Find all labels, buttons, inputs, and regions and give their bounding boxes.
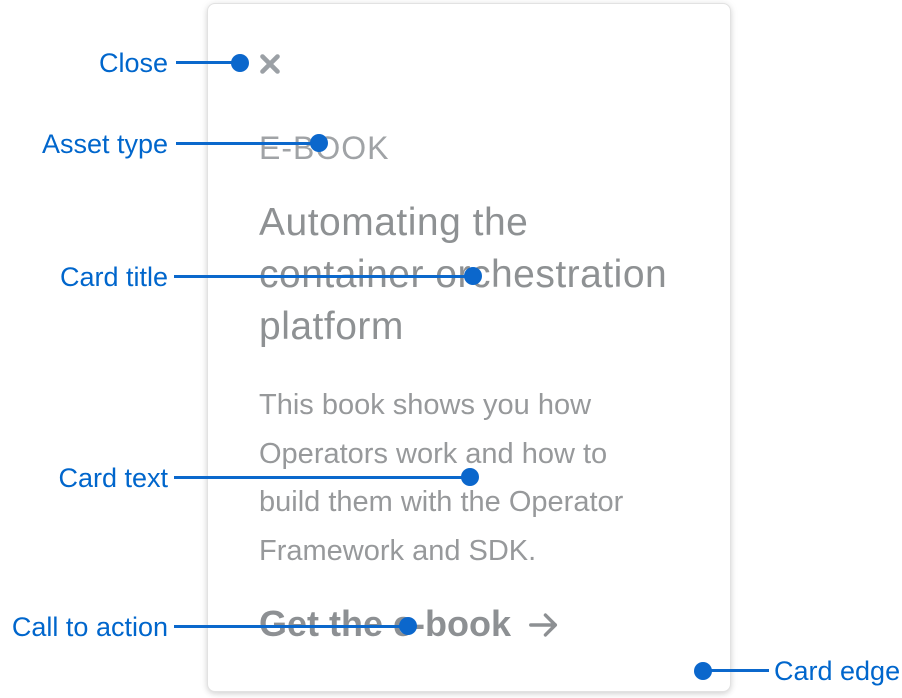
close-button[interactable] [253, 47, 287, 81]
callout-line-asset-type [176, 142, 319, 145]
callout-line-card-edge [703, 669, 769, 672]
callout-label-asset-type: Asset type [41, 129, 168, 159]
callout-dot-card-text [461, 468, 479, 486]
card-title-line: container orchestration [259, 253, 668, 296]
cta-link[interactable]: Get the e-book [259, 602, 561, 646]
callout-dot-card-title [464, 267, 482, 285]
cta-label: Get the e-book [259, 603, 512, 644]
card-title-line: platform [259, 305, 404, 348]
resource-card: E-BOOK Automating the container orchestr… [207, 3, 731, 692]
callout-dot-card-edge [694, 662, 712, 680]
callout-line-card-title [174, 275, 473, 278]
callout-line-close [176, 61, 240, 64]
callout-label-card-text: Card text [58, 463, 168, 493]
callout-dot-asset-type [310, 134, 328, 152]
card-title-text: Automating the container orchestration p… [259, 197, 709, 353]
card-body-line: Operators work and how to [259, 437, 608, 470]
card-body-line: build them with the Operator [259, 486, 624, 518]
callout-label-close: Close [98, 48, 168, 78]
card-body-text: This book shows you how Operators work a… [259, 381, 719, 575]
close-x-icon [258, 52, 282, 76]
callout-line-call-to-action [174, 625, 408, 628]
card-body-line: Framework and SDK. [259, 534, 537, 567]
callout-line-card-text [174, 476, 470, 479]
arrow-right-icon [527, 606, 561, 642]
card-body-line: This book shows you how [259, 389, 592, 421]
card-title-line: Automating the [259, 201, 529, 244]
callout-dot-close [231, 54, 249, 72]
callout-label-call-to-action: Call to action [11, 612, 168, 642]
callout-label-card-title: Card title [59, 262, 168, 292]
callout-dot-call-to-action [399, 617, 417, 635]
callout-label-card-edge: Card edge [774, 656, 901, 686]
